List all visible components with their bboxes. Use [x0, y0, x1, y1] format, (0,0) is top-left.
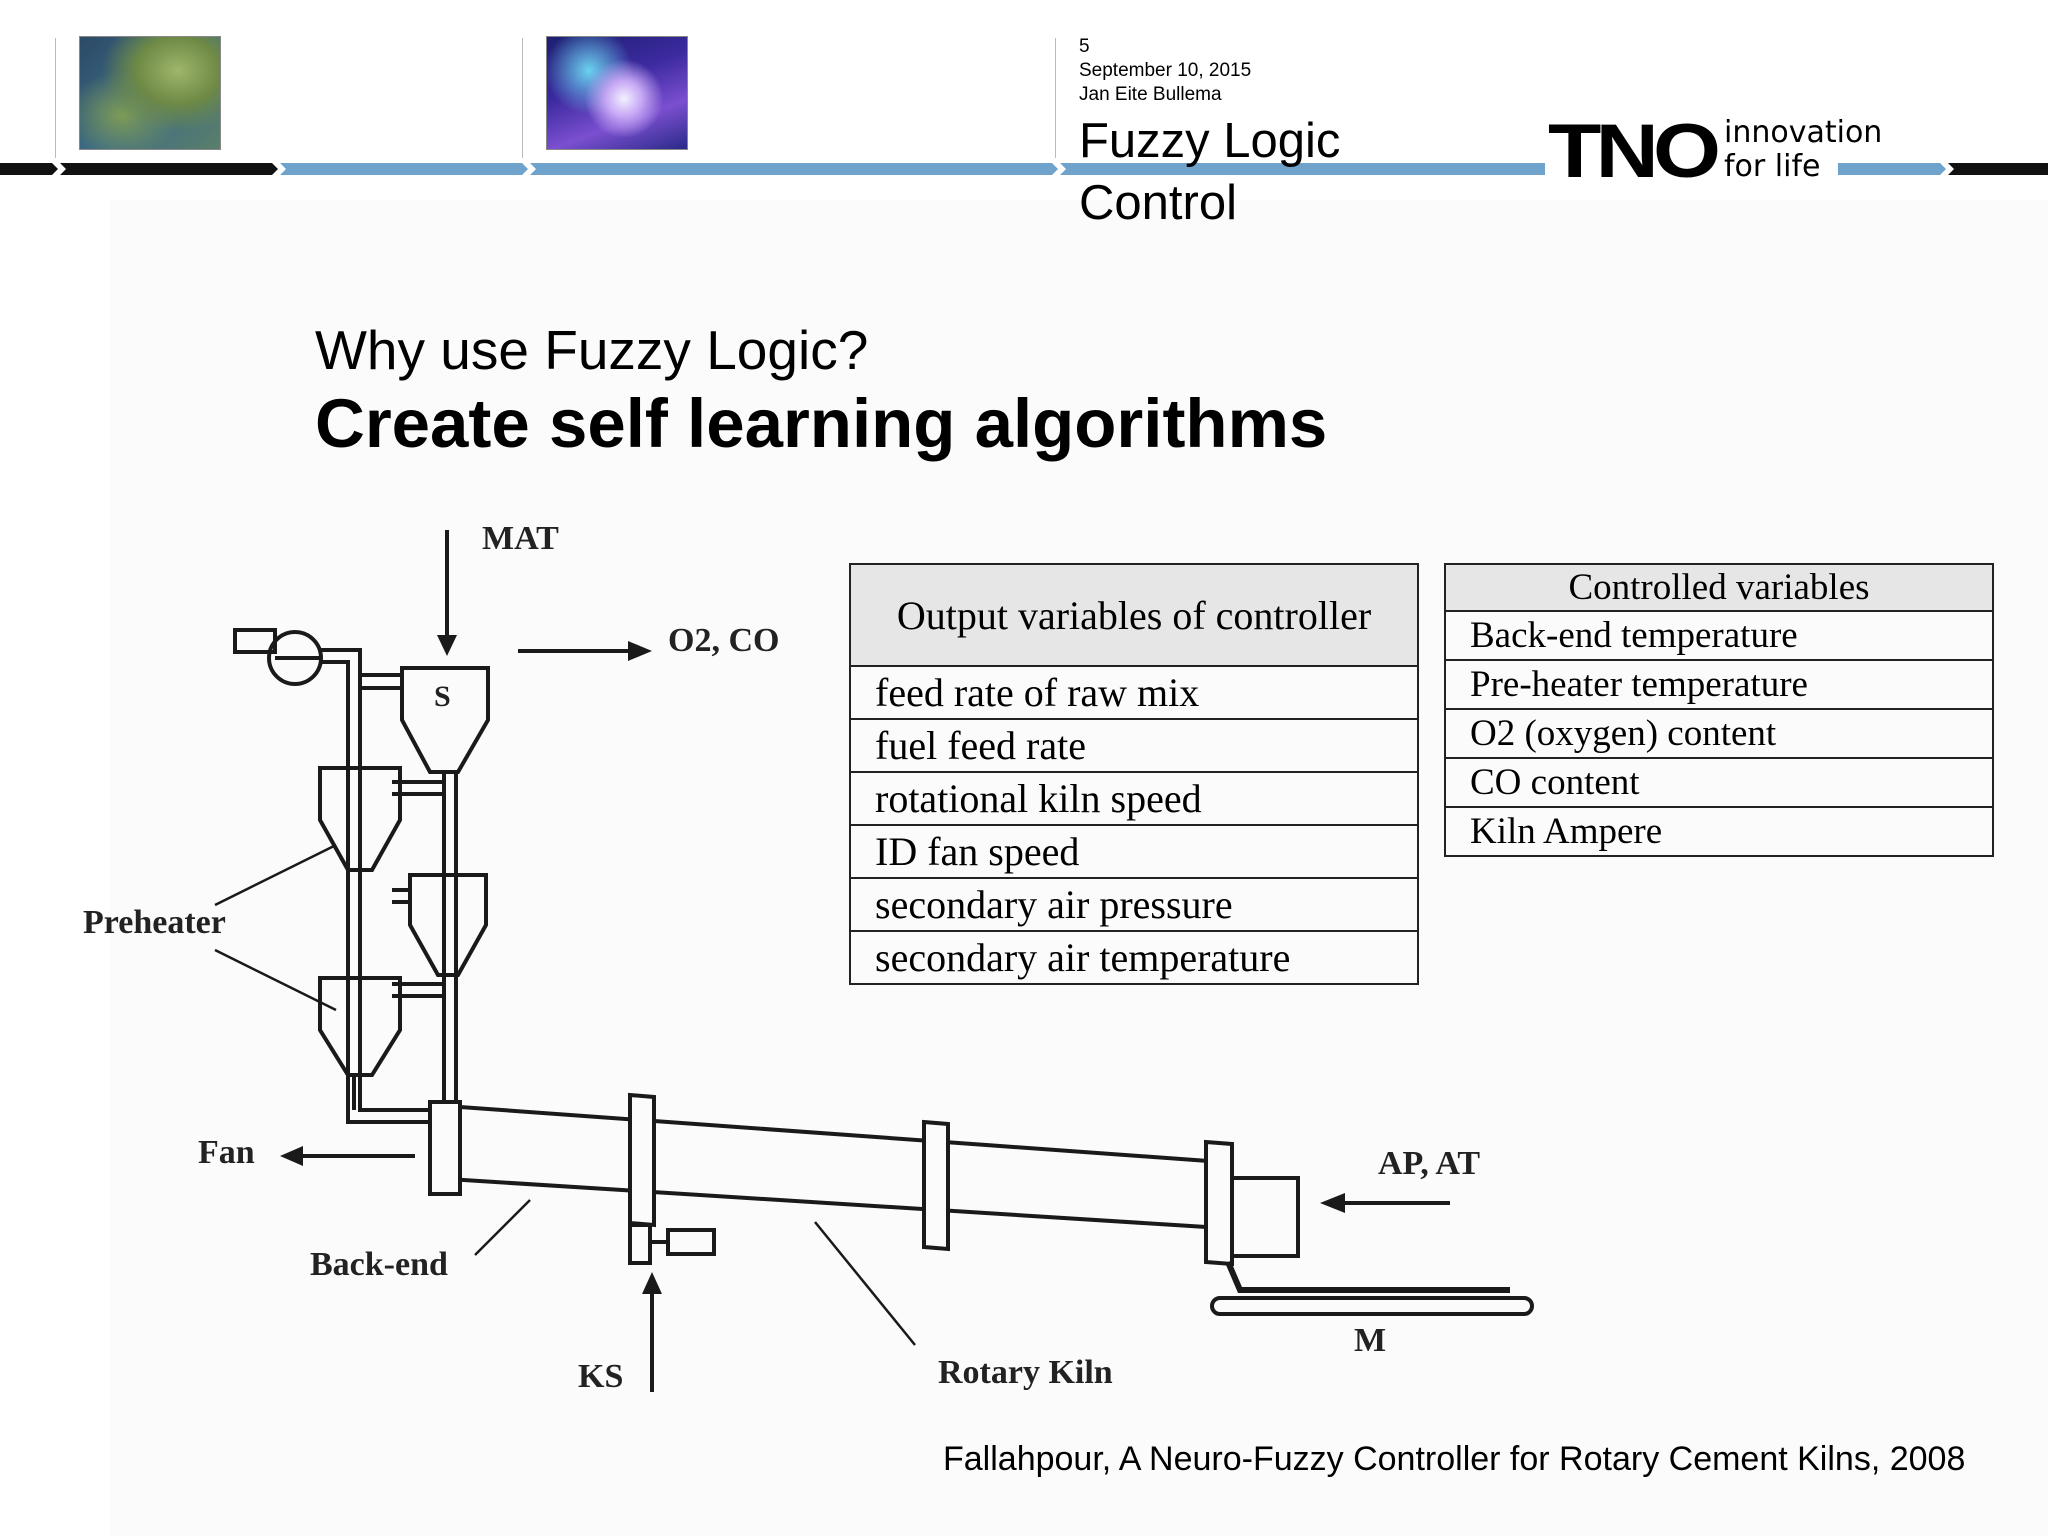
table-row: rotational kiln speed [849, 771, 1419, 826]
slide-date: September 10, 2015 [1079, 60, 1252, 81]
label-ap-at: AP, AT [1378, 1145, 1481, 1182]
label-rotary-kiln: Rotary Kiln [938, 1354, 1113, 1391]
presentation-title-line2: Control [1079, 176, 1237, 230]
slide-author: Jan Eite Bullema [1079, 84, 1222, 105]
tno-logo: TNO innovation for life [1546, 109, 1882, 200]
tno-logo-mark: TNO [1548, 109, 1721, 194]
slide-title: Create self learning algorithms [315, 385, 1328, 462]
table-row: secondary air temperature [849, 930, 1419, 985]
citation: Fallahpour, A Neuro-Fuzzy Controller for… [943, 1440, 1966, 1478]
table-row: Pre-heater temperature [1444, 659, 1994, 710]
label-mat: MAT [482, 520, 559, 557]
presentation-title-line1: Fuzzy Logic [1079, 114, 1341, 168]
label-o2-co: O2, CO [668, 622, 780, 659]
table-row: O2 (oxygen) content [1444, 708, 1994, 759]
header-separator [1055, 38, 1056, 158]
satellite-thumbnail [79, 36, 221, 150]
tno-logo-tagline-2: for life [1724, 149, 1821, 184]
tno-logo-tagline-1: innovation [1724, 115, 1883, 150]
slide-subtitle: Why use Fuzzy Logic? [315, 319, 869, 381]
presentation-title: Fuzzy Logic Control [1079, 110, 1340, 234]
output-table-header: Output variables of controller [849, 563, 1419, 667]
label-ks: KS [578, 1358, 624, 1395]
header-separator [55, 38, 56, 158]
label-s: S [434, 680, 451, 713]
table-row: secondary air pressure [849, 877, 1419, 932]
table-row: Kiln Ampere [1444, 806, 1994, 857]
table-row: ID fan speed [849, 824, 1419, 879]
label-preheater: Preheater [83, 904, 226, 941]
header-band [0, 163, 2048, 175]
header-separator [522, 38, 523, 158]
table-row: feed rate of raw mix [849, 665, 1419, 720]
controlled-variables-table: Controlled variables Back-end temperatur… [1444, 563, 1994, 857]
label-back-end: Back-end [310, 1246, 448, 1283]
label-m: M [1354, 1322, 1387, 1359]
table-row: CO content [1444, 757, 1994, 808]
table-row: fuel feed rate [849, 718, 1419, 773]
table-row: Back-end temperature [1444, 610, 1994, 661]
slide-number: 5 [1079, 36, 1090, 57]
controlled-table-header: Controlled variables [1444, 563, 1994, 612]
label-fan: Fan [198, 1134, 255, 1171]
lab-thumbnail [546, 36, 688, 150]
output-variables-table: Output variables of controller feed rate… [849, 563, 1419, 985]
